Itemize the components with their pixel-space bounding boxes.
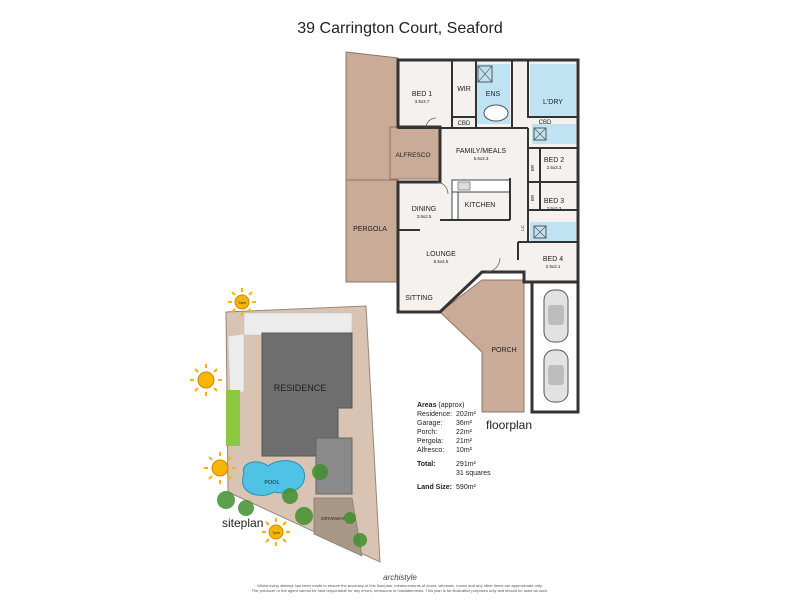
br2-label: BR <box>530 194 535 201</box>
siteplan-caption: siteplan <box>222 516 264 530</box>
cbd-ldry-label: CBD <box>539 120 552 126</box>
cbd-ens-label: CBD <box>458 121 471 127</box>
residence-roof <box>261 332 353 457</box>
bed4-label: BED 4 <box>543 256 563 263</box>
lawn <box>226 390 240 446</box>
sun-icon-top <box>228 288 256 316</box>
areas-total-row: Total:291m² <box>417 461 476 468</box>
br1-label: BR <box>530 164 535 171</box>
driveway-label: DRIVEWAY <box>321 516 345 521</box>
brand-logo: archistyle <box>383 573 417 582</box>
pool-label: POOL <box>264 480 279 486</box>
areas-row: Residence:202m² <box>417 411 476 418</box>
sun-icon-left <box>190 364 222 396</box>
pergola-label: PERGOLA <box>353 226 387 233</box>
lounge-label: LOUNGE <box>426 251 456 258</box>
dining-dims: 3.9x2.5 <box>417 214 432 219</box>
ldry-label: L'DRY <box>543 99 563 106</box>
areas-row: Pergola:21m² <box>417 438 472 445</box>
rear-yard-paving <box>243 312 353 336</box>
disclaimer-line-2: The producer or the agent cannot be held… <box>251 588 549 593</box>
sun-icon-mid <box>204 452 236 484</box>
pool <box>242 460 306 496</box>
lc-label: LC <box>520 224 525 231</box>
porch-label: PORCH <box>491 347 516 354</box>
side-path <box>227 333 245 393</box>
sun-top-label: 7am <box>238 300 246 305</box>
areas-row: Alfresco:10m² <box>417 447 472 454</box>
ldry-floor <box>530 64 576 116</box>
family-label: FAMILY/MEALS <box>456 148 506 155</box>
disclaimer: Whilst every attempt has been made to en… <box>0 583 800 593</box>
lounge-dims: 5.5x4.5 <box>434 259 449 264</box>
wc-floor <box>532 124 576 144</box>
sitting-label: SITTING <box>405 295 433 302</box>
ens-label: ENS <box>486 91 501 98</box>
floorplan-caption: floorplan <box>486 418 533 432</box>
areas-heading-note: (approx) <box>438 402 465 409</box>
areas-row: Garage:36m² <box>417 420 472 427</box>
page-title: 39 Carrington Court, Seaford <box>297 20 503 37</box>
alfresco-area <box>389 126 441 180</box>
residence-label: RESIDENCE <box>274 383 327 393</box>
bed3-label: BED 3 <box>544 198 564 205</box>
bed2-dims: 2.5x3.3 <box>547 165 562 170</box>
wir-label: WIR <box>457 86 471 93</box>
bed4-dims: 2.9x3.1 <box>546 264 561 269</box>
siteplan-drawing: RESIDENCE POOL DRIVEWAY 7am 7pm <box>190 288 381 563</box>
areas-total-squares: 31 squares <box>456 470 491 477</box>
dining-label: DINING <box>412 206 437 213</box>
room-labels: BED 1 3.5x3.7 WIR ENS L'DRY CBD CBD ALFR… <box>353 86 564 354</box>
bath-floor <box>530 222 576 242</box>
bed3-dims: 2.5x3.3 <box>547 206 562 211</box>
bed2-label: BED 2 <box>544 157 564 164</box>
alfresco-label: ALFRESCO <box>395 152 430 159</box>
areas-heading: Areas <box>417 402 437 409</box>
family-dims: 5.6x3.3 <box>474 156 489 161</box>
bed1-label: BED 1 <box>412 91 432 98</box>
sun-icon-bottom <box>262 518 290 546</box>
disclaimer-line-1: Whilst every attempt has been made to en… <box>257 583 543 588</box>
areas-row: Porch:22m² <box>417 429 472 436</box>
areas-table: Areas (approx) Residence:202m² Garage:36… <box>417 401 495 492</box>
bed1-dims: 3.5x3.7 <box>415 99 430 104</box>
kitchen-label: KITCHEN <box>465 202 496 209</box>
areas-land-row: Land Size:590m² <box>417 484 476 491</box>
sun-bottom-label: 7pm <box>272 530 280 535</box>
porch-area <box>439 279 525 413</box>
